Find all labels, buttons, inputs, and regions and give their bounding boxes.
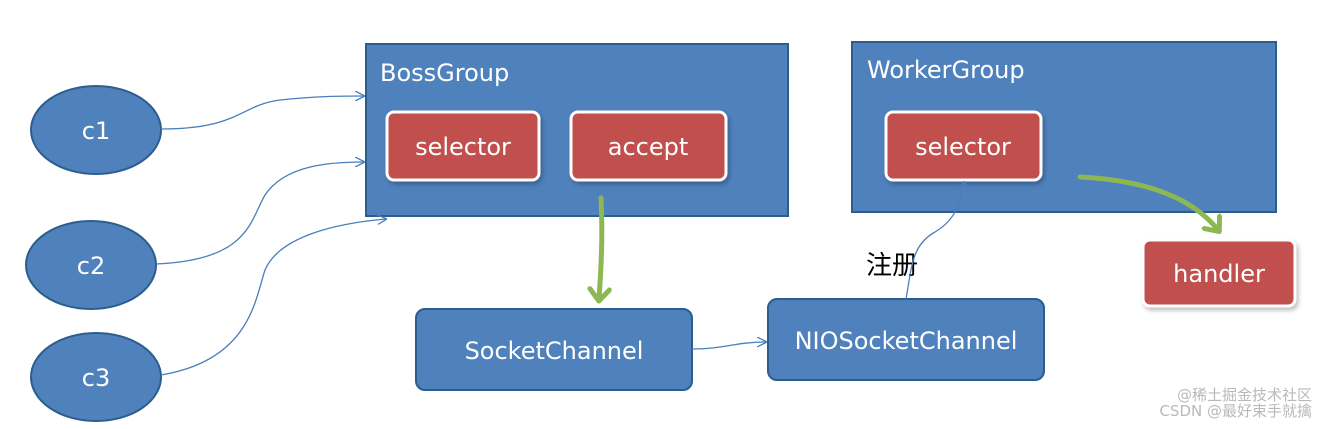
boss-selector-label: selector (415, 133, 511, 161)
client-c3-label: c3 (82, 364, 110, 392)
nio-to-worker-selector-connector (905, 182, 964, 300)
worker-group: WorkerGroup (851, 41, 1277, 213)
client-c1-label: c1 (82, 117, 110, 145)
client-c3: c3 (30, 332, 162, 422)
worker-selector-label: selector (915, 133, 1011, 161)
socket-channel-label: SocketChannel (465, 337, 644, 365)
selector-to-handler-arrow (1077, 174, 1218, 230)
c3-to-boss-connector (160, 219, 386, 376)
nio-socket-channel-box: NIOSocketChannel (767, 298, 1045, 381)
c2-to-boss-connector (155, 162, 364, 265)
client-c1: c1 (30, 85, 162, 175)
socket-to-nio-connector (691, 342, 766, 350)
handler-label: handler (1173, 260, 1265, 288)
socket-channel-box: SocketChannel (415, 308, 693, 391)
boss-group-title: BossGroup (380, 59, 509, 87)
nio-socket-channel-label: NIOSocketChannel (795, 327, 1018, 355)
accept-to-socket-arrow (599, 195, 602, 299)
watermark: @稀土掘金技术社区 CSDN @最好束手就擒 (1159, 387, 1312, 419)
c1-to-boss-connector (160, 96, 364, 130)
worker-group-title: WorkerGroup (867, 56, 1025, 84)
accept-box: accept (569, 110, 728, 182)
watermark-line2: CSDN @最好束手就擒 (1159, 402, 1312, 420)
accept-label: accept (608, 133, 689, 161)
watermark-line1: @稀土掘金技术社区 (1176, 386, 1312, 404)
worker-selector-box: selector (884, 110, 1043, 182)
handler-box: handler (1141, 238, 1297, 308)
client-c2: c2 (25, 220, 157, 310)
boss-selector-box: selector (385, 110, 541, 182)
client-c2-label: c2 (77, 252, 105, 280)
